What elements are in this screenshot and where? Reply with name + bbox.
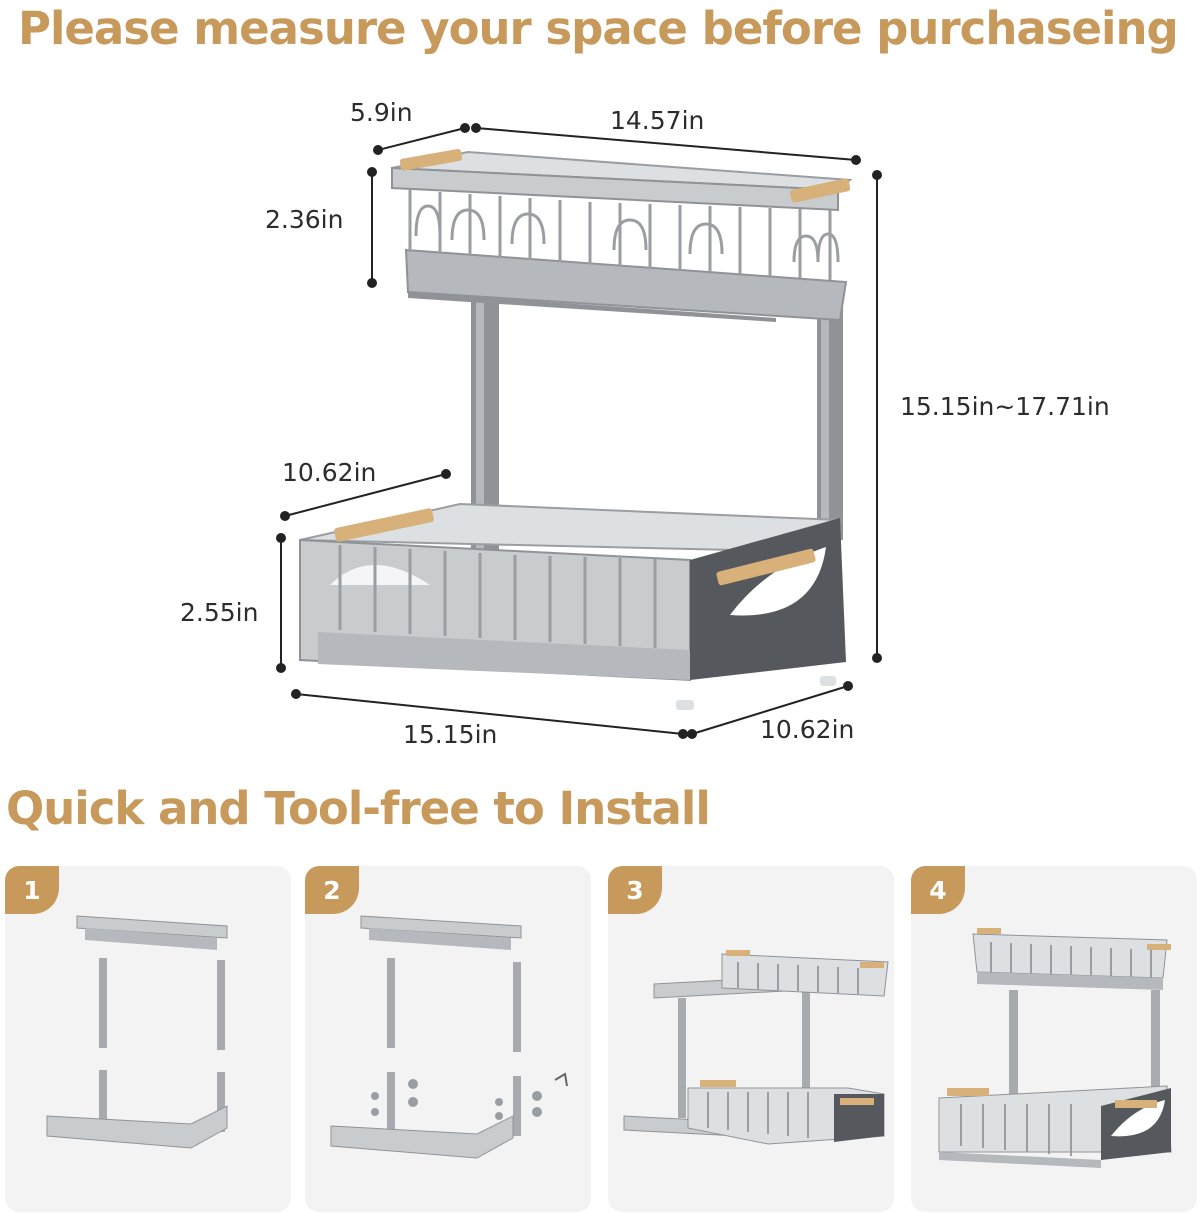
dim-bottom-depth: 10.62in: [760, 715, 855, 744]
step-badge-3: 3: [608, 866, 662, 914]
step-card-1: 1: [5, 866, 291, 1212]
step-3-illustration: [623, 950, 889, 1145]
step-card-3: 3: [608, 866, 894, 1212]
dim-top-height: 2.36in: [265, 205, 344, 234]
dim-bottom-depth-upper: 10.62in: [282, 458, 377, 487]
bottom-basket: [299, 502, 846, 710]
install-heading: Quick and Tool-free to Install: [6, 782, 711, 835]
step-badge-2: 2: [305, 866, 359, 914]
step-card-4: 4: [911, 866, 1197, 1212]
step-badge-4: 4: [911, 866, 965, 914]
step-card-2: 2: [305, 866, 591, 1212]
step-badge-1: 1: [5, 866, 59, 914]
rack-diagram: [276, 123, 882, 739]
dim-bottom-height: 2.55in: [180, 598, 259, 627]
dim-total-height: 15.15in~17.71in: [900, 392, 1110, 421]
step-2-illustration: [330, 915, 568, 1159]
dim-bottom-width: 15.15in: [403, 720, 498, 749]
dim-top-depth: 5.9in: [350, 98, 413, 127]
top-basket: [391, 149, 853, 322]
measure-heading: Please measure your space before purchas…: [18, 2, 1179, 55]
dim-top-width: 14.57in: [610, 106, 705, 135]
step-1-illustration: [46, 915, 228, 1149]
dimension-lines: [276, 123, 882, 739]
step-4-illustration: [938, 928, 1172, 1168]
